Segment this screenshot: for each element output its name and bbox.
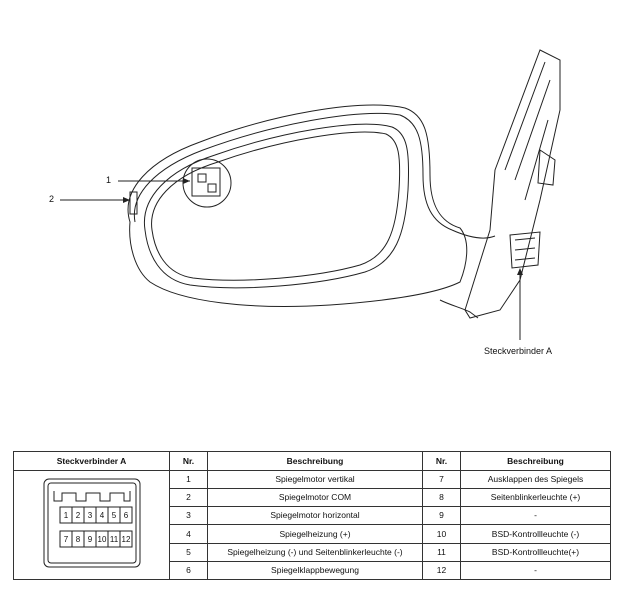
header-description-1: Beschreibung: [207, 451, 423, 471]
side-marker: [129, 191, 138, 215]
pin-number: 9: [422, 506, 461, 526]
table-row: 1 2 3 4 5 6 7 8 9 10 11 12: [13, 469, 611, 580]
connector-a-label: Steckverbinder A: [484, 346, 553, 356]
pin-8: 8: [76, 535, 81, 544]
header-nr-2: Nr.: [422, 451, 461, 471]
pin-number: 8: [422, 488, 461, 508]
pin-number: 11: [422, 542, 461, 562]
pin-2: 2: [76, 511, 81, 520]
pin-description: Spiegelheizung (-) und Seitenblinkerleuc…: [207, 542, 423, 562]
table-row: 5 Spiegelheizung (-) und Seitenblinkerle…: [14, 542, 611, 562]
table-row: 6 Spiegelklappbewegung 12 -: [14, 560, 611, 581]
table-header-row: Steckverbinder A Nr. Beschreibung Nr. Be…: [13, 451, 611, 471]
connector-a-pinout: 1 2 3 4 5 6 7 8 9 10 11 12: [43, 478, 141, 568]
callout-2: 2: [49, 194, 55, 204]
callout-1: 1: [106, 175, 112, 185]
pin-6: 6: [124, 511, 129, 520]
pin-number: 12: [422, 560, 461, 581]
mirror-glass: [143, 123, 410, 289]
pin-description: -: [460, 560, 611, 581]
pin-3: 3: [88, 511, 93, 520]
mirror-diagram: [60, 49, 561, 340]
pin-number: 5: [169, 542, 208, 562]
header-description-2: Beschreibung: [460, 451, 611, 471]
pin-description: Spiegelmotor COM: [207, 488, 423, 508]
pin-12: 12: [122, 535, 131, 544]
table-row: 3 Spiegelmotor horizontal 9 -: [14, 506, 611, 526]
pin-7: 7: [64, 535, 69, 544]
pin-9: 9: [88, 535, 93, 544]
pin-10: 10: [98, 535, 107, 544]
pin-description: BSD-Kontrollleuchte(+): [460, 542, 611, 562]
pin-number: 3: [169, 506, 208, 526]
pin-description: Spiegelheizung (+): [207, 524, 423, 544]
pin-4: 4: [100, 511, 105, 520]
connector-illustration-cell: 1 2 3 4 5 6 7 8 9 10 11 12: [13, 470, 170, 580]
pin-description: Spiegelmotor vertikal: [207, 469, 423, 490]
pin-number: 2: [169, 488, 208, 508]
header-nr-1: Nr.: [169, 451, 208, 471]
header-connector: Steckverbinder A: [13, 451, 170, 471]
pin-number: 10: [422, 524, 461, 544]
mirror-housing-outline: [127, 104, 468, 307]
pin-number: 7: [422, 469, 461, 490]
pin-number: 1: [169, 469, 208, 490]
pin-description: Ausklappen des Spiegels: [460, 469, 611, 490]
pin-assignment-table: Steckverbinder A Nr. Beschreibung Nr. Be…: [13, 451, 611, 581]
pin-description: Spiegelmotor horizontal: [207, 506, 423, 526]
pin-5: 5: [112, 511, 117, 520]
pin-11: 11: [110, 535, 119, 544]
pin-description: Spiegelklappbewegung: [207, 560, 423, 581]
pin-description: BSD-Kontrollleuchte (-): [460, 524, 611, 544]
pin-description: -: [460, 506, 611, 526]
pin-number: 6: [169, 560, 208, 581]
pin-description: Seitenblinkerleuchte (+): [460, 488, 611, 508]
pin-number: 4: [169, 524, 208, 544]
pin-1: 1: [64, 511, 69, 520]
table-row: 2 Spiegelmotor COM 8 Seitenblinkerleucht…: [14, 488, 611, 508]
